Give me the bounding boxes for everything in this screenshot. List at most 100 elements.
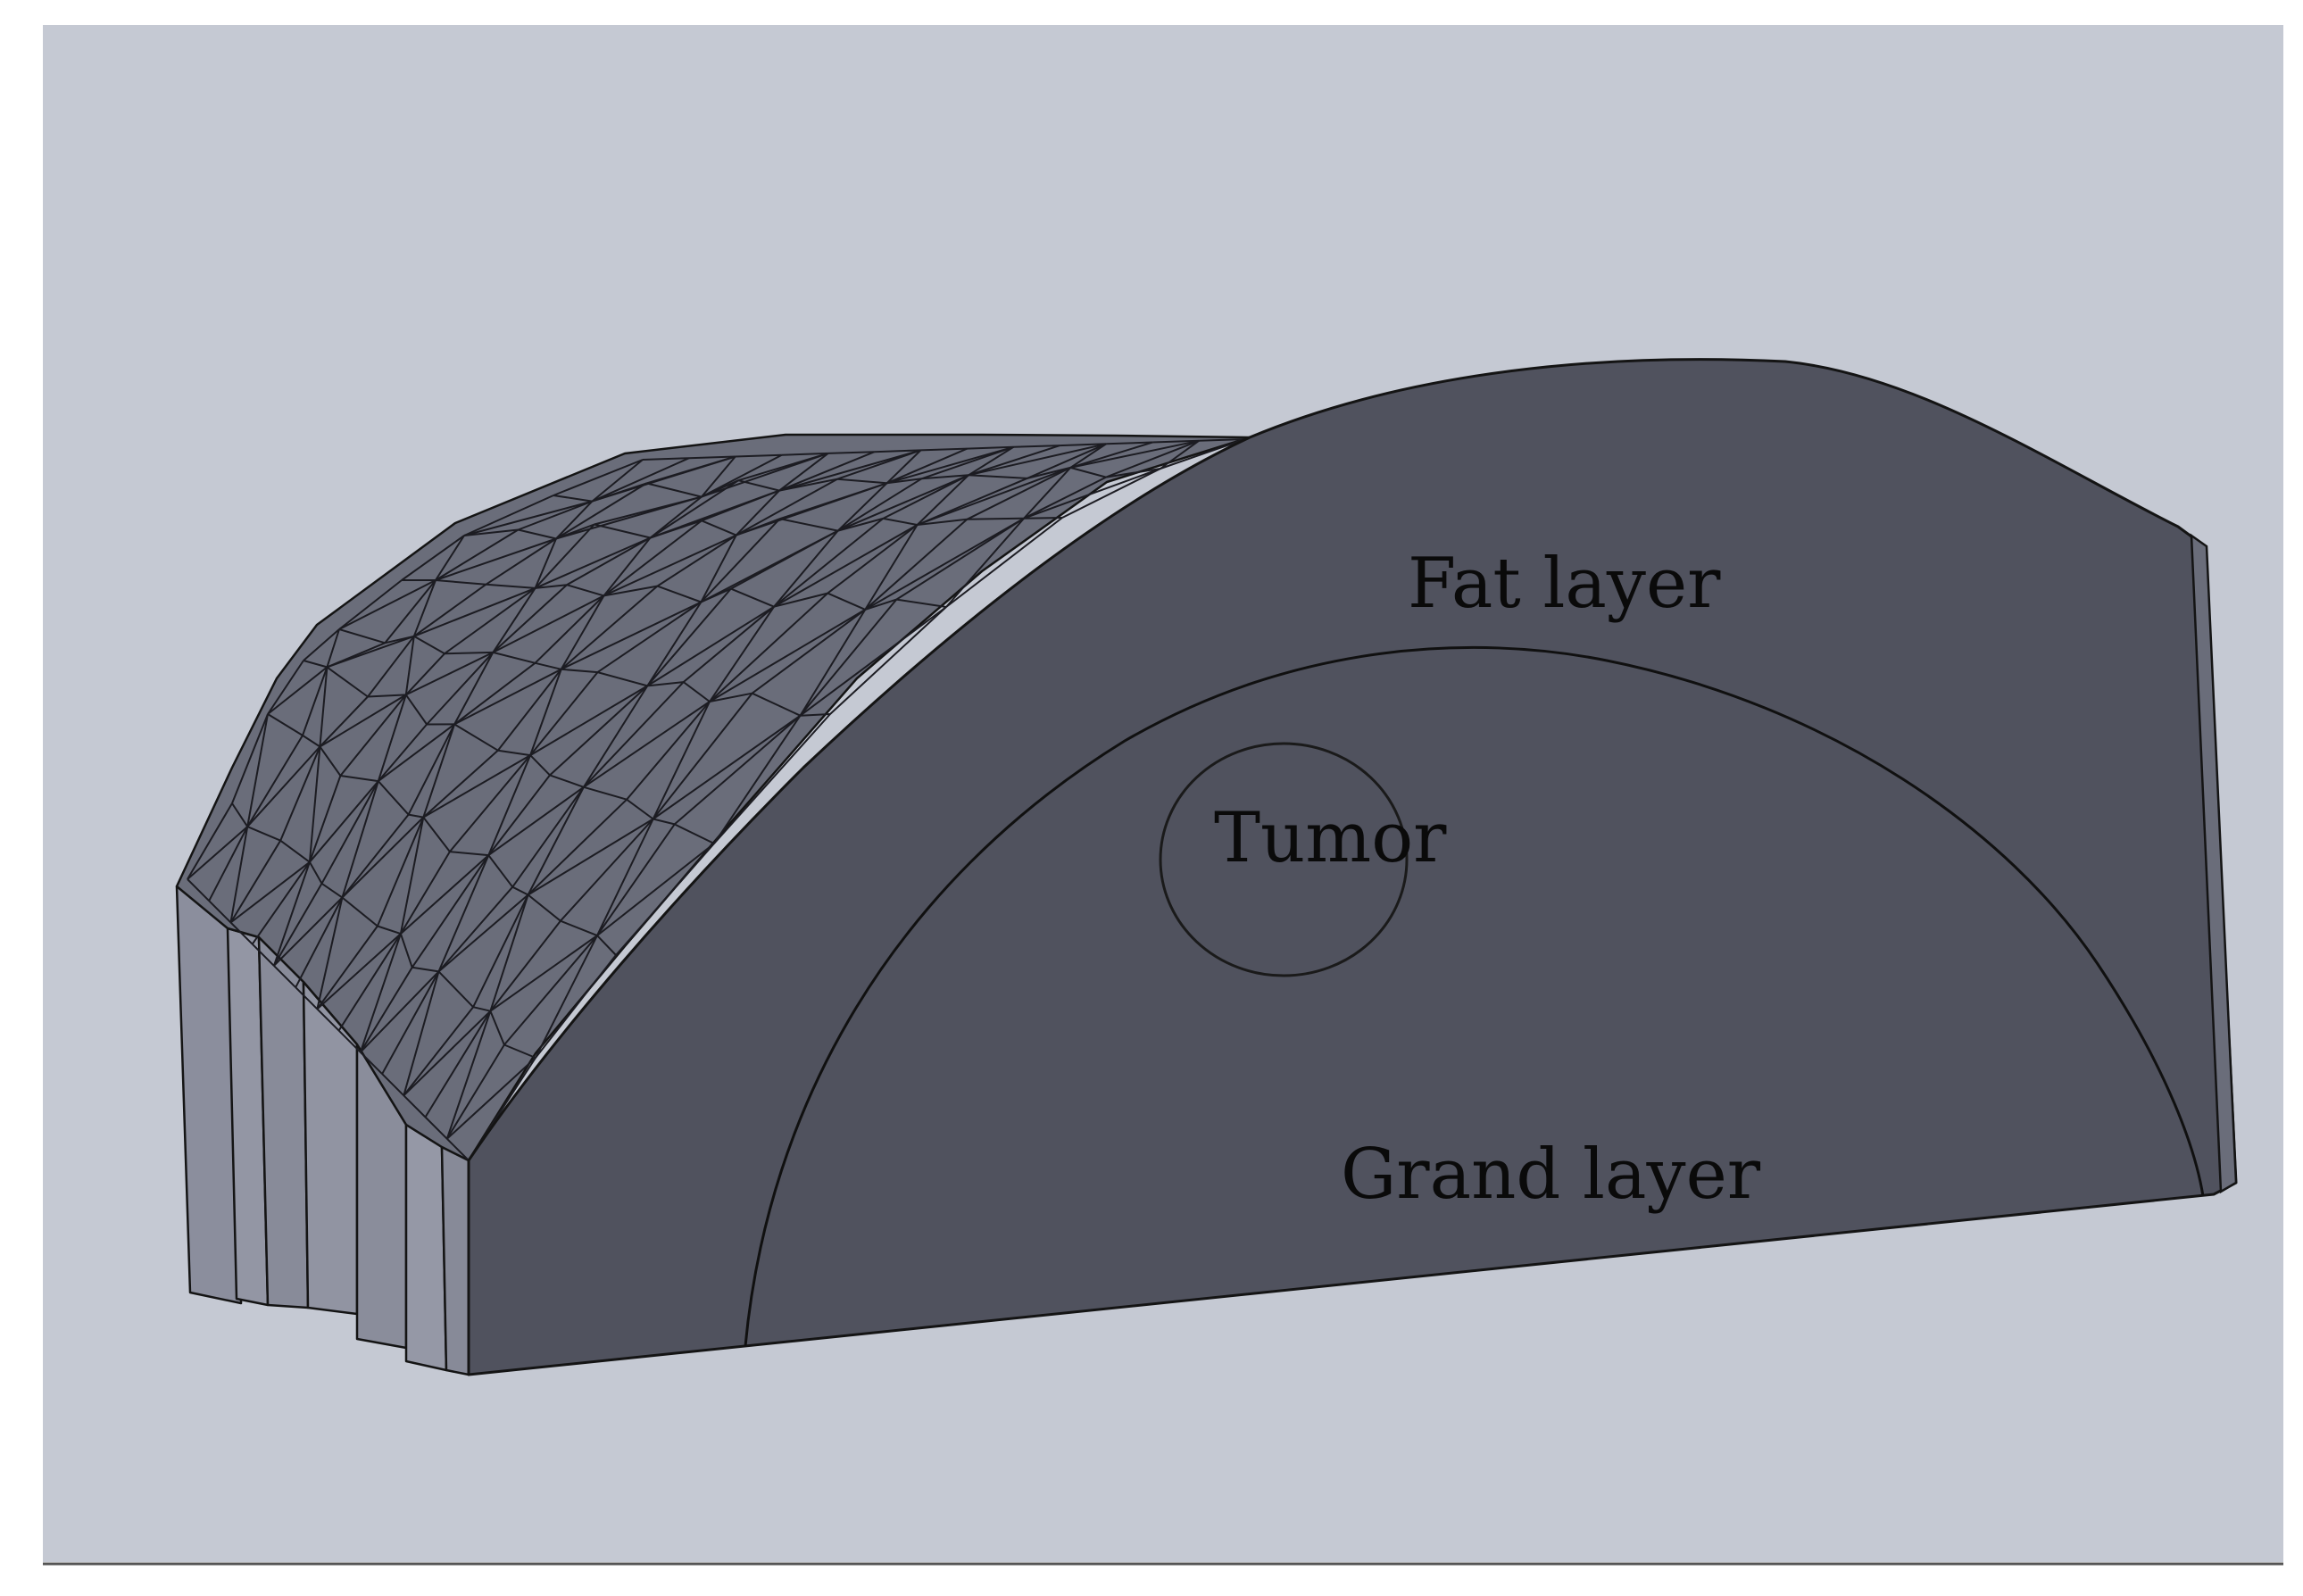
mesh-edge [555,482,647,540]
mesh-edge [594,495,703,526]
mesh-edge [527,786,585,895]
mesh-edge [229,921,254,945]
mesh-edge [376,817,425,927]
mesh-edge [1024,517,1063,520]
mesh-edge [378,780,410,816]
mesh-edge [411,854,490,968]
mesh-edge [1069,441,1153,469]
mesh-edge [864,517,1025,611]
mesh-edge [735,453,782,458]
mesh-edge [883,517,918,526]
mesh-edge [596,819,654,936]
mesh-edge [968,443,1107,477]
mesh-edge [700,535,737,603]
mesh-edge [945,517,1063,608]
mesh-edge [422,749,499,819]
mesh-edge [709,692,752,702]
mesh-edge [779,482,887,520]
mesh-edge [527,894,561,922]
mesh-edge [320,882,343,899]
mesh-edge [403,1010,492,1097]
mesh-edge [597,671,648,687]
mesh-edge [208,900,232,924]
mesh-edge [829,606,947,715]
mesh-edge [688,455,736,460]
mesh-edge [535,661,561,670]
mesh-edge [295,897,344,988]
mesh-edge [1069,439,1200,469]
mesh-edge [377,925,402,935]
mesh-edge [555,500,594,540]
mesh-edge [652,693,753,820]
mesh-edge [251,861,311,945]
mesh-edge [596,601,702,673]
mesh-edge [404,636,415,695]
mesh-edge [472,1006,491,1012]
mesh-edge [534,538,557,589]
mesh-edge [326,628,340,668]
mesh-edge [360,1052,383,1075]
mesh-edge [603,534,737,597]
mesh-edge [1023,468,1161,520]
mesh-edge [713,713,831,844]
mesh-edge [378,723,428,782]
mesh-edge [319,694,407,748]
mesh-edge [535,935,598,1059]
mesh-edge [273,883,323,967]
mesh-edge [279,839,311,863]
mesh-edge [309,780,379,863]
mesh-edge [377,694,407,782]
mesh-edge [337,1029,362,1053]
mesh-edge [827,592,866,611]
mesh-edge [701,520,737,536]
tumor-label: Tumor [1214,798,1447,878]
model-right-edge [2190,533,2238,1194]
mesh-edge [279,746,321,842]
mesh-edge [338,628,386,644]
mesh-edge [341,780,379,898]
mesh-edge [730,529,839,590]
mesh-edge [400,854,489,935]
mesh-edge [560,919,598,937]
mesh-edge [827,524,919,594]
mesh-edge [736,478,838,536]
mesh-edge [497,669,562,752]
mesh-edge [413,635,445,655]
mesh-edge [778,451,875,492]
mesh-edge [187,802,233,880]
mesh-edge [511,786,585,888]
mesh-edge [246,735,303,827]
mesh-edge [316,897,344,1010]
mesh-edge [713,715,802,844]
mesh-edge [779,518,838,532]
mesh-edge [1199,438,1246,442]
mesh-edge [435,535,465,581]
mesh-edge [535,954,617,1059]
mesh-edge [437,886,513,973]
mesh-edge [596,935,617,956]
mesh-edge [246,713,269,827]
mesh-edge [529,669,562,756]
mesh-edge [405,653,445,696]
mesh-edge [295,986,319,1010]
mesh-edge [449,754,531,852]
mesh-edge [497,749,531,757]
mesh-edge [596,823,676,936]
mesh-edge [560,594,605,670]
mesh-edge [208,826,249,902]
mesh-edge [435,528,520,581]
mesh-edge [882,474,969,520]
mesh-edge [485,537,557,586]
mesh-edge [657,585,702,603]
mesh-edge [1069,443,1107,469]
mesh-edge [316,925,378,1010]
mesh-edge [518,528,557,540]
mesh-edge [646,482,703,498]
mesh-edge [267,666,328,715]
mesh-edge [408,813,424,819]
mesh-edge [603,520,703,597]
mesh-edge [837,517,884,532]
mesh-edge [413,586,536,637]
mesh-edge [885,449,922,485]
mesh-edge [534,594,605,664]
